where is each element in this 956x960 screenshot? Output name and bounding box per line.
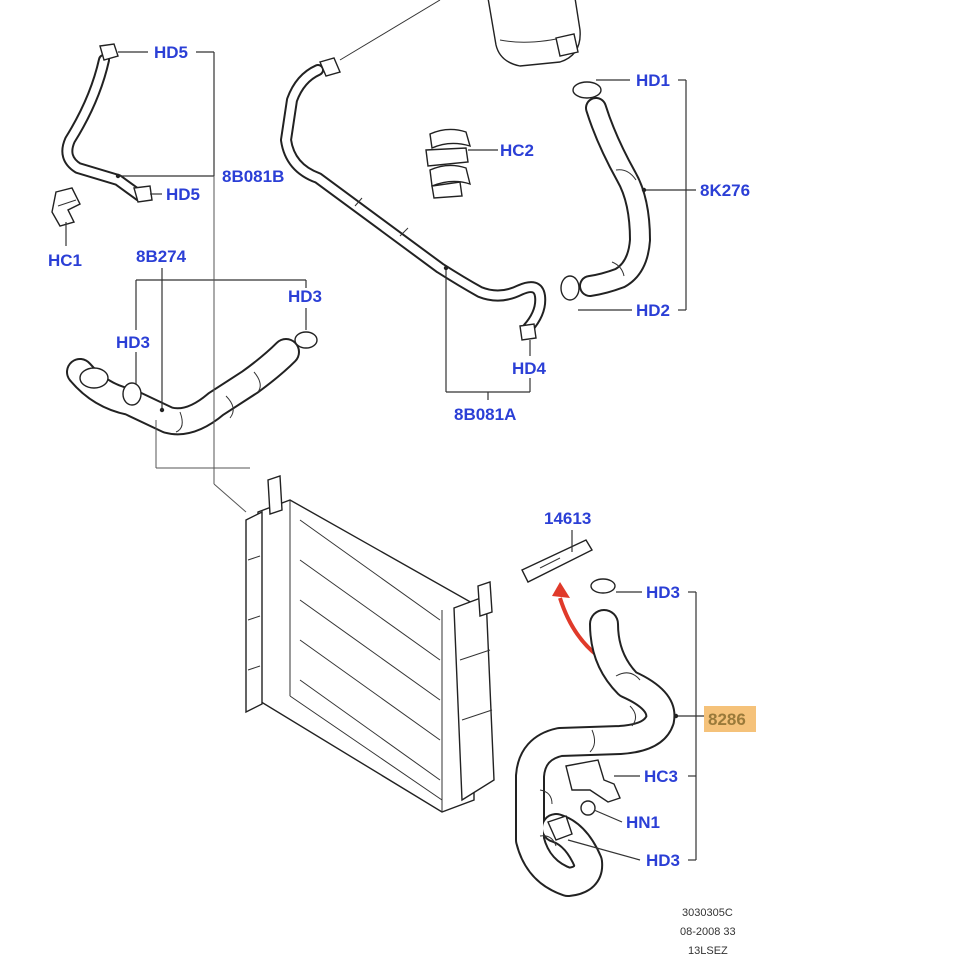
expansion-tank <box>339 0 581 67</box>
label-hc2: HC2 <box>500 141 534 160</box>
label-hn1: HN1 <box>626 813 660 832</box>
label-hd3-lower-bottom: HD3 <box>646 851 680 870</box>
bracket-14613 <box>521 539 593 583</box>
label-14613: 14613 <box>544 509 591 528</box>
hc2-clip-part <box>425 128 472 199</box>
label-8286: 8286 <box>708 710 746 729</box>
radiator <box>245 475 495 813</box>
hose-8286 <box>515 578 676 897</box>
label-hd3-upper: HD3 <box>288 287 322 306</box>
hc1-clip-part <box>51 187 81 227</box>
callout-labels: HD5 8B081B HD5 HC1 8B274 HD3 HD3 HD1 HC2… <box>48 43 756 870</box>
hose-8k276 <box>560 81 651 301</box>
highlight-box-8286 <box>704 706 756 732</box>
diagram-footer: 3030305C 08-2008 33 13LSEZ <box>680 907 736 957</box>
label-hc3: HC3 <box>644 767 678 786</box>
label-8k276: 8K276 <box>700 181 750 200</box>
label-hd4: HD4 <box>512 359 547 378</box>
label-hd3-left: HD3 <box>116 333 150 352</box>
hose-8b081a <box>280 57 547 341</box>
label-hc1: HC1 <box>48 251 82 270</box>
label-8b274: 8B274 <box>136 247 187 266</box>
leader-lines <box>65 51 704 861</box>
footer-line-3: 13LSEZ <box>688 945 728 957</box>
hose-8b274 <box>66 331 318 436</box>
label-hd2: HD2 <box>636 301 670 320</box>
hose-8b081b <box>61 43 153 203</box>
label-8b081a: 8B081A <box>454 405 516 424</box>
label-hd3-lower-top: HD3 <box>646 583 680 602</box>
footer-line-2: 08-2008 33 <box>680 926 736 938</box>
footer-line-1: 3030305C <box>682 907 733 919</box>
label-8b081b: 8B081B <box>222 167 284 186</box>
label-hd1: HD1 <box>636 71 670 90</box>
label-hd5-top: HD5 <box>154 43 188 62</box>
label-hd5-mid: HD5 <box>166 185 200 204</box>
